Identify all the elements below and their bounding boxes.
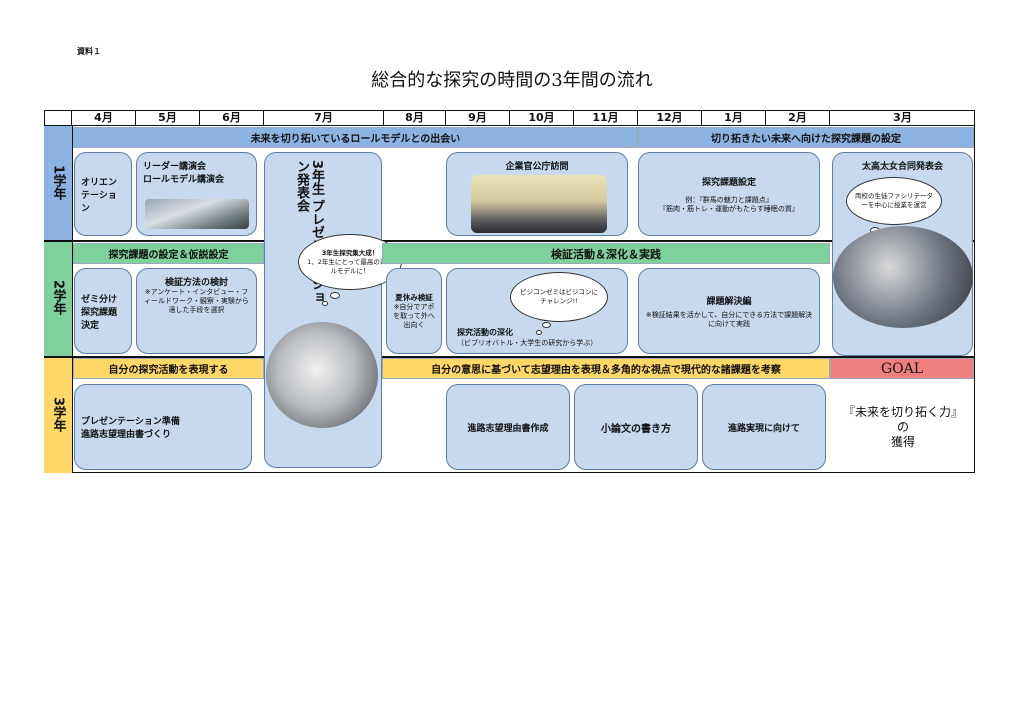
prep-label-1: プレゼンテーション準備 xyxy=(81,417,180,427)
month-header: 3月 xyxy=(830,110,975,126)
career-box: 進路実現に向けて xyxy=(702,384,826,470)
band-verification: 検証活動＆深化＆実践 xyxy=(382,243,830,264)
goal-text-1: 『未来を切り拓く力』 xyxy=(842,404,963,419)
year-cell-1 xyxy=(44,126,72,240)
column-divider xyxy=(72,126,73,473)
year-label: 3学年 xyxy=(50,396,66,433)
month-header: 1月 xyxy=(702,110,766,126)
band-express: 自分の探究活動を表現する xyxy=(73,358,264,379)
band-kadai-setting: 切り拓きたい未来へ向けた探究課題の設定 xyxy=(638,127,974,148)
year-label: 2学年 xyxy=(50,280,66,316)
essay-label: 小論文の書き方 xyxy=(601,423,671,435)
month-header: 2月 xyxy=(766,110,830,126)
band-hypothesis: 探究課題の設定＆仮説設定 xyxy=(73,243,264,264)
month-header: 4月 xyxy=(72,110,136,126)
goal-text-2: の xyxy=(896,419,909,434)
company-visit-box: 企業官公庁訪問 xyxy=(446,152,628,236)
career-label: 進路実現に向けて xyxy=(727,423,800,434)
lecture-box: リーダー講演会 ロールモデル講演会 xyxy=(136,152,257,236)
month-header: 11月 xyxy=(574,110,638,126)
kadai-example-1: 例：『群馬の魅力と課題点』 xyxy=(685,195,773,204)
prep-box: プレゼンテーション準備 進路志望理由書づくり xyxy=(74,384,252,470)
bizcon-cloud-text: ビジコンゼミはビジコンにチャレンジ!! xyxy=(520,288,598,305)
band-reason: 自分の意思に基づいて志望理由を表現＆多角的な視点で現代的な諸課題を考察 xyxy=(382,358,830,379)
method-title: 検証方法の検討 xyxy=(164,278,228,288)
reason-box: 進路志望理由書作成 xyxy=(446,384,570,470)
cloud-dot xyxy=(330,292,340,299)
deepen-title: 探究活動の深化 xyxy=(457,328,513,337)
cloud-dot xyxy=(322,301,328,306)
presentation-vertical-title: 3年生 プレゼンテーション発表会 xyxy=(294,160,324,310)
rolemodel-lecture-label: ロールモデル講演会 xyxy=(143,175,225,185)
orientation-label: オリエンテーション xyxy=(81,177,118,214)
month-header: 7月 xyxy=(264,110,384,126)
presentation-photo xyxy=(266,322,378,428)
joint-presentation-title: 太高太女合同発表会 xyxy=(861,162,943,172)
kadai-setting-title: 探究課題設定 xyxy=(701,177,756,188)
document-label: 資料１ xyxy=(77,47,101,56)
reason-label: 進路志望理由書作成 xyxy=(467,423,549,434)
company-visit-photo xyxy=(471,175,607,233)
summer-box: 夏休み検証 ※自分でアポを取って外へ出向く xyxy=(386,268,442,354)
month-header: 5月 xyxy=(136,110,200,126)
bizcon-cloud: ビジコンゼミはビジコンにチャレンジ!! xyxy=(510,272,608,322)
year-label: 1学年 xyxy=(50,165,66,201)
solve-sub: ※検証結果を活かして、自分にできる方法で課題解決に向けて実践 xyxy=(645,310,813,328)
goal-text: 『未来を切り拓く力』 の 獲得 xyxy=(832,400,974,454)
summer-sub: ※自分でアポを取って外へ出向く xyxy=(393,303,435,329)
joint-presentation-photo xyxy=(833,226,973,328)
kadai-example-2: 『筋肉・筋トレ・運動がもたらす睡眠の質』 xyxy=(659,204,799,213)
corner-cell xyxy=(44,110,72,126)
leader-lecture-label: リーダー講演会 xyxy=(143,162,207,172)
presentation-cloud-title: 3年生探究集大成！ xyxy=(321,248,379,257)
method-box: 検証方法の検討 ※アンケート・インタビュー・フィールドワーク・観察・実験から適し… xyxy=(136,268,257,354)
year-cell-3 xyxy=(44,356,72,473)
year-cell-2 xyxy=(44,240,72,356)
page-title: 総合的な探究の時間の3年間の流れ xyxy=(371,70,653,91)
company-visit-label: 企業官公庁訪問 xyxy=(505,162,569,172)
seminar-box: ゼミ分け探究課題決定 xyxy=(74,268,132,354)
month-header: 8月 xyxy=(384,110,446,126)
prep-label-2: 進路志望理由書づくり xyxy=(81,430,172,440)
solve-title: 課題解決編 xyxy=(706,296,752,307)
goal-band: GOAL xyxy=(830,358,974,379)
month-header: 12月 xyxy=(638,110,702,126)
month-header: 9月 xyxy=(446,110,510,126)
presentation-title-line1: 3年生 xyxy=(309,160,324,196)
presentation-cloud-body: 1、2年生にとって最高のロールモデルに！ xyxy=(307,257,393,275)
row-divider xyxy=(44,240,975,242)
essay-box: 小論文の書き方 xyxy=(574,384,698,470)
summer-title: 夏休み検証 xyxy=(395,293,433,302)
month-header: 10月 xyxy=(510,110,574,126)
joint-cloud: 両校の生徒ファシリテーターを中心に授業を運営 xyxy=(846,177,942,225)
deepen-sub: （ビブリオバトル・大学生の研究から学ぶ） xyxy=(457,339,598,347)
solve-box: 課題解決編 ※検証結果を活かして、自分にできる方法で課題解決に向けて実践 xyxy=(638,268,820,354)
joint-cloud-text: 両校の生徒ファシリテーターを中心に授業を運営 xyxy=(855,192,933,209)
month-header: 6月 xyxy=(200,110,264,126)
cloud-dot xyxy=(536,330,542,335)
method-sub: ※アンケート・インタビュー・フィールドワーク・観察・実験から適した手段を選択 xyxy=(144,288,249,314)
kadai-setting-box: 探究課題設定 例：『群馬の魅力と課題点』 『筋肉・筋トレ・運動がもたらす睡眠の質… xyxy=(638,152,820,236)
cloud-dot xyxy=(542,322,551,328)
row-divider xyxy=(44,356,975,358)
seminar-label: ゼミ分け探究課題決定 xyxy=(81,294,118,331)
goal-text-3: 獲得 xyxy=(890,434,915,449)
band-rolemodel: 未来を切り拓いているロールモデルとの出会い xyxy=(73,127,638,148)
lecture-photo xyxy=(145,199,249,229)
orientation-box: オリエンテーション xyxy=(74,152,132,236)
